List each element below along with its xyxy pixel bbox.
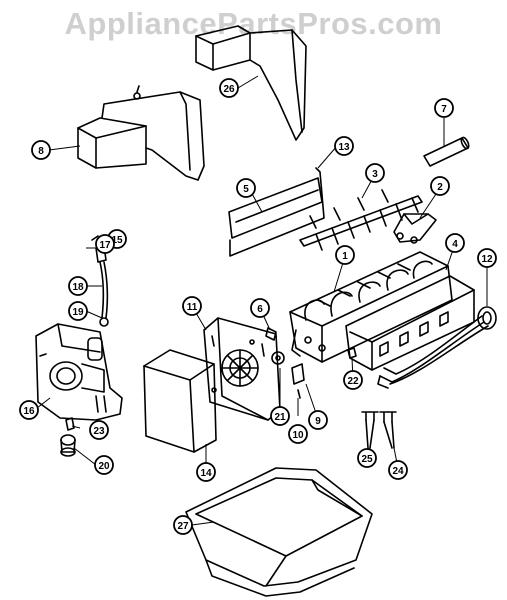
callout-7: 7 bbox=[434, 98, 454, 118]
callout-label: 1 bbox=[342, 251, 348, 262]
screws-24-25 bbox=[361, 411, 397, 449]
callout-6: 6 bbox=[250, 298, 270, 318]
callout-9: 9 bbox=[308, 410, 328, 430]
bin-27 bbox=[185, 467, 373, 597]
callout-label: 25 bbox=[361, 454, 373, 465]
callout-label: 26 bbox=[223, 84, 235, 95]
valve-16 bbox=[35, 323, 123, 421]
callout-label: 21 bbox=[274, 412, 286, 423]
ejector-3 bbox=[299, 189, 423, 251]
callout-label: 14 bbox=[200, 468, 212, 479]
callout-12: 12 bbox=[477, 248, 497, 268]
strip-5 bbox=[228, 177, 323, 239]
callout-1: 1 bbox=[335, 245, 355, 265]
callout-16: 16 bbox=[19, 400, 39, 420]
callout-22: 22 bbox=[343, 370, 363, 390]
callout-26: 26 bbox=[219, 78, 239, 98]
callout-23: 23 bbox=[89, 420, 109, 440]
mold-1 bbox=[289, 251, 453, 363]
callout-label: 10 bbox=[292, 430, 304, 441]
callout-label: 11 bbox=[187, 302, 198, 313]
callout-label: 5 bbox=[243, 184, 249, 195]
fitting-23-20 bbox=[60, 417, 76, 457]
callout-label: 3 bbox=[372, 169, 378, 180]
callout-18: 18 bbox=[68, 276, 88, 296]
callout-24: 24 bbox=[388, 460, 408, 480]
callout-label: 2 bbox=[437, 182, 443, 193]
callout-17: 17 bbox=[95, 234, 115, 254]
callout-10: 10 bbox=[288, 424, 308, 444]
callout-label: 18 bbox=[72, 282, 84, 293]
callout-27: 27 bbox=[173, 515, 193, 535]
callout-label: 8 bbox=[38, 146, 44, 157]
callout-label: 19 bbox=[72, 307, 84, 318]
callout-14: 14 bbox=[196, 462, 216, 482]
callout-25: 25 bbox=[357, 448, 377, 468]
callout-label: 23 bbox=[93, 426, 105, 437]
callout-2: 2 bbox=[430, 176, 450, 196]
callout-label: 7 bbox=[441, 104, 447, 115]
module-11 bbox=[203, 317, 281, 421]
rod-7 bbox=[423, 136, 470, 167]
callout-layer: 1234567891011121314151617181920212223242… bbox=[19, 78, 497, 535]
callout-label: 13 bbox=[338, 142, 350, 153]
callout-label: 27 bbox=[177, 521, 189, 532]
watermark-text: AppliancePartsPros.com bbox=[64, 6, 443, 41]
clip-2 bbox=[393, 213, 437, 244]
callout-label: 12 bbox=[481, 254, 493, 265]
callout-label: 20 bbox=[98, 461, 110, 472]
callout-label: 4 bbox=[452, 239, 458, 250]
callout-label: 16 bbox=[23, 406, 35, 417]
callout-5: 5 bbox=[236, 178, 256, 198]
wire-13 bbox=[229, 167, 325, 257]
callout-19: 19 bbox=[68, 301, 88, 321]
callout-label: 9 bbox=[315, 416, 321, 427]
callout-label: 24 bbox=[392, 466, 404, 477]
heater-4 bbox=[345, 275, 475, 371]
callout-label: 17 bbox=[99, 240, 111, 251]
callout-3: 3 bbox=[365, 163, 385, 183]
callout-8: 8 bbox=[31, 140, 51, 160]
shield-8 bbox=[77, 85, 205, 181]
cover-14 bbox=[143, 349, 217, 453]
callout-13: 13 bbox=[334, 136, 354, 156]
callout-label: 22 bbox=[347, 376, 359, 387]
callout-11: 11 bbox=[182, 296, 202, 316]
callout-4: 4 bbox=[445, 233, 465, 253]
small-parts bbox=[265, 327, 357, 399]
callout-21: 21 bbox=[270, 406, 290, 426]
callout-label: 6 bbox=[257, 304, 263, 315]
harness-12 bbox=[377, 306, 497, 389]
fill-tube-26 bbox=[195, 25, 307, 141]
callout-label: 15 bbox=[111, 235, 123, 246]
callout-20: 20 bbox=[94, 455, 114, 475]
